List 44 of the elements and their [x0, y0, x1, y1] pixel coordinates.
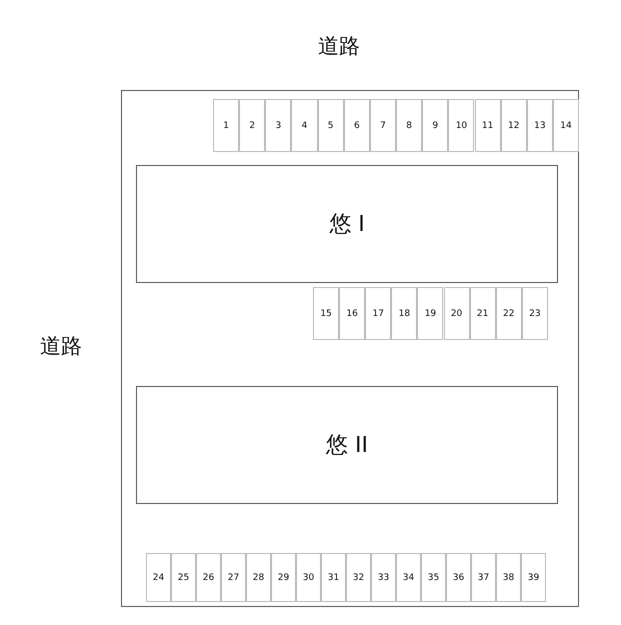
- parking-space: 4: [291, 99, 318, 152]
- parking-space: 26: [196, 553, 221, 602]
- parking-space: 29: [271, 553, 296, 602]
- parking-space: 8: [396, 99, 422, 152]
- parking-space: 31: [321, 553, 346, 602]
- parking-space: 1: [213, 99, 240, 152]
- road-label: 道路: [40, 333, 82, 360]
- parking-space: 15: [313, 287, 340, 340]
- parking-space: 37: [471, 553, 496, 602]
- parking-space: 3: [265, 99, 292, 152]
- parking-space: 32: [346, 553, 371, 602]
- parking-space: 35: [421, 553, 446, 602]
- parking-space: 38: [496, 553, 521, 602]
- parking-space: 19: [417, 287, 444, 340]
- parking-space: 12: [500, 99, 527, 152]
- parking-space: 2: [239, 99, 266, 152]
- parking-space: 11: [474, 99, 501, 152]
- parking-space: 30: [296, 553, 321, 602]
- parking-space: 17: [365, 287, 392, 340]
- parking-space: 24: [146, 553, 171, 602]
- parking-space: 23: [522, 287, 548, 340]
- parking-space: 25: [171, 553, 196, 602]
- parking-space: 7: [370, 99, 396, 152]
- parking-space: 18: [391, 287, 418, 340]
- parking-space: 22: [496, 287, 522, 340]
- parking-space: 33: [371, 553, 396, 602]
- building-box: 悠 I: [136, 165, 558, 283]
- parking-space: 28: [246, 553, 271, 602]
- lot-outline: [121, 90, 579, 607]
- parking-space: 36: [446, 553, 471, 602]
- parking-space: 5: [318, 99, 344, 152]
- parking-space: 6: [344, 99, 370, 152]
- parking-space: 9: [422, 99, 448, 152]
- parking-space: 10: [448, 99, 474, 152]
- parking-space: 27: [221, 553, 246, 602]
- building-box: 悠 II: [136, 386, 558, 504]
- parking-space: 21: [470, 287, 496, 340]
- parking-space: 39: [521, 553, 546, 602]
- road-label: 道路: [318, 33, 360, 60]
- parking-space: 34: [396, 553, 421, 602]
- parking-space: 13: [526, 99, 553, 152]
- parking-space: 14: [552, 99, 580, 152]
- parking-space: 16: [339, 287, 366, 340]
- parking-space: 20: [444, 287, 470, 340]
